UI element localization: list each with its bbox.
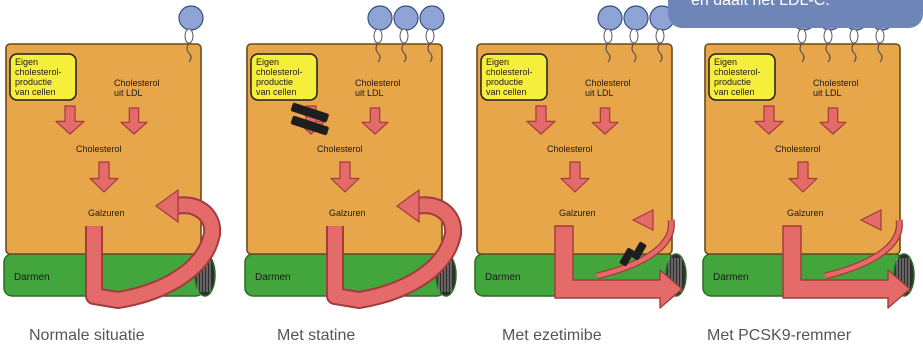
caption-pcsk9: Met PCSK9-remmer xyxy=(707,327,851,345)
production-label: productie xyxy=(714,77,751,87)
bile-acids-label: Galzuren xyxy=(88,208,125,218)
cholesterol-label: Cholesterol xyxy=(547,144,593,154)
production-label: cholesterol- xyxy=(256,67,303,77)
production-label: productie xyxy=(256,77,293,87)
ldl-label: uit LDL xyxy=(355,88,384,98)
production-label: Eigen xyxy=(256,57,279,67)
cholesterol-label: Cholesterol xyxy=(317,144,363,154)
production-label: Eigen xyxy=(15,57,38,67)
ldl-label: Cholesterol xyxy=(585,78,631,88)
bile-acids-label: Galzuren xyxy=(329,208,366,218)
caption-normal: Normale situatie xyxy=(29,327,145,345)
production-label: van cellen xyxy=(714,87,755,97)
production-label: van cellen xyxy=(256,87,297,97)
ldl-label: uit LDL xyxy=(585,88,614,98)
ldl-label: uit LDL xyxy=(813,88,842,98)
cholesterol-label: Cholesterol xyxy=(76,144,122,154)
production-label: productie xyxy=(486,77,523,87)
production-label: cholesterol- xyxy=(15,67,62,77)
production-label: cholesterol- xyxy=(486,67,533,77)
ldl-label: Cholesterol xyxy=(114,78,160,88)
production-label: cholesterol- xyxy=(714,67,761,77)
ldl-label: Cholesterol xyxy=(355,78,401,88)
callout-text: en daalt het LDL-C. xyxy=(691,0,830,10)
bile-acids-label: Galzuren xyxy=(787,208,824,218)
intestines-label: Darmen xyxy=(713,272,749,283)
intestines-label: Darmen xyxy=(255,272,291,283)
production-label: Eigen xyxy=(486,57,509,67)
caption-ezetimibe: Met ezetimibe xyxy=(502,327,602,345)
caption-statin: Met statine xyxy=(277,327,355,345)
intestines-label: Darmen xyxy=(485,272,521,283)
production-label: Eigen xyxy=(714,57,737,67)
bile-acids-label: Galzuren xyxy=(559,208,596,218)
ldl-label: uit LDL xyxy=(114,88,143,98)
production-label: productie xyxy=(15,77,52,87)
intestines-label: Darmen xyxy=(14,272,50,283)
production-label: van cellen xyxy=(486,87,527,97)
ldl-label: Cholesterol xyxy=(813,78,859,88)
production-label: van cellen xyxy=(15,87,56,97)
cholesterol-label: Cholesterol xyxy=(775,144,821,154)
